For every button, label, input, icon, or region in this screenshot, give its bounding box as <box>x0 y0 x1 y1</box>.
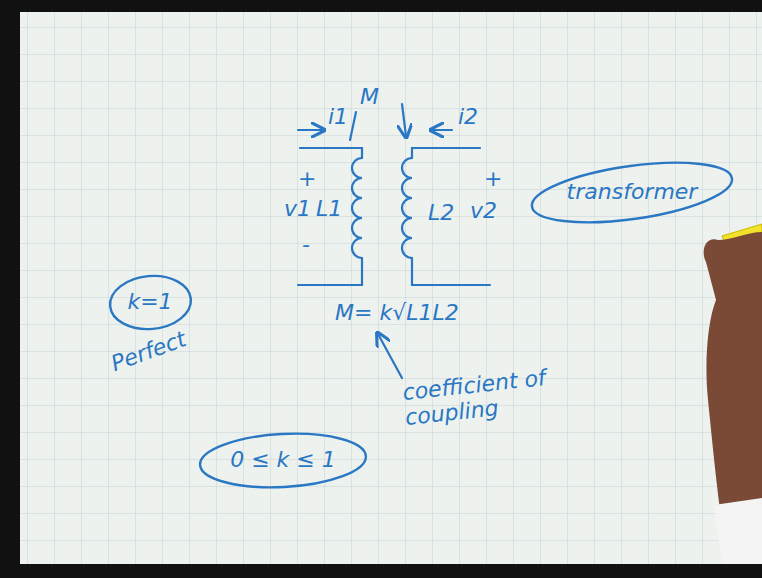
paper <box>20 12 762 564</box>
hand <box>704 232 762 510</box>
circled-condition: k=1 <box>108 274 193 331</box>
wire <box>412 148 480 158</box>
shirt-cuff <box>714 498 762 564</box>
circled-text: 0 ≤ k ≤ 1 <box>230 447 336 472</box>
leader-arrow <box>378 334 402 378</box>
grid <box>20 12 762 564</box>
current-arrow <box>432 129 452 131</box>
wire <box>300 148 362 158</box>
mutual-label: M <box>360 84 379 109</box>
inductance-label: L2 <box>428 200 454 225</box>
inductor-coil <box>352 158 362 258</box>
coupled-inductors <box>298 104 490 378</box>
current-arrow <box>298 129 323 131</box>
circled-word: transformer <box>529 164 735 221</box>
voltage-label: v1 <box>284 196 311 221</box>
formula: M= k√L1L2 <box>335 300 459 325</box>
current-label: i1 <box>328 104 348 129</box>
inductance-label: L1 <box>316 196 342 221</box>
circled-range: 0 ≤ k ≤ 1 <box>198 432 368 489</box>
mutual-mark <box>350 112 356 140</box>
presenter-hand <box>704 224 762 564</box>
mutual-mark <box>402 104 406 136</box>
polarity-sign: + <box>298 166 316 191</box>
circled-text: k=1 <box>127 289 172 314</box>
inductor-coil <box>402 158 412 258</box>
wire <box>412 258 490 285</box>
voltage-label: v2 <box>470 198 497 223</box>
polarity-sign: - <box>302 232 310 257</box>
circled-text: transformer <box>567 179 698 204</box>
current-label: i2 <box>458 104 478 129</box>
polarity-sign: + <box>484 166 502 191</box>
wire <box>298 258 362 285</box>
